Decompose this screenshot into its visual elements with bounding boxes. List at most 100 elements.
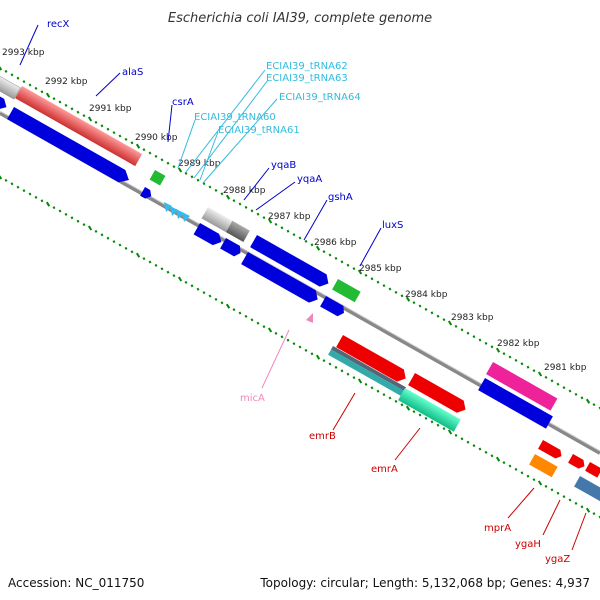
tick-minor — [40, 90, 44, 94]
gene-label-emrA[interactable]: emrA — [371, 464, 398, 475]
tick-minor — [472, 335, 476, 339]
tick-minor — [292, 233, 296, 237]
feature-yqaB[interactable] — [201, 207, 250, 242]
tick-minor — [592, 512, 596, 516]
feature-emrA[interactable] — [398, 388, 461, 432]
tick-major — [537, 480, 543, 486]
tick-minor — [550, 488, 554, 492]
tick-minor — [106, 127, 110, 131]
feature-csrA[interactable] — [149, 170, 166, 186]
tick-minor — [142, 148, 146, 152]
tick-minor — [112, 240, 116, 244]
tick-minor — [310, 243, 314, 247]
feature-magenta[interactable] — [486, 362, 558, 411]
tick-major — [225, 194, 231, 200]
tick-major — [87, 225, 93, 231]
feature-small-blue[interactable] — [140, 187, 154, 201]
tick-minor — [238, 311, 242, 315]
trna-marker[interactable] — [176, 209, 184, 219]
feature-blue-small-1[interactable] — [193, 223, 225, 248]
feature-gshA[interactable] — [250, 235, 332, 290]
tick-minor — [412, 410, 416, 414]
feature-red-small-3[interactable] — [585, 462, 600, 478]
gene-label-ygaZ[interactable]: ygaZ — [545, 554, 570, 565]
tick-minor — [520, 362, 524, 366]
tick-minor — [442, 318, 446, 322]
gene-label-trna63[interactable]: ECIAI39_tRNA63 — [266, 73, 348, 84]
feature-blue-tiny[interactable] — [320, 296, 347, 318]
tick-minor — [28, 192, 32, 196]
kbp-label: 2990 kbp — [135, 133, 178, 143]
tick-minor — [94, 120, 98, 124]
gene-label-csrA[interactable]: csrA — [172, 97, 194, 108]
tick-minor — [520, 471, 524, 475]
tick-minor — [514, 467, 518, 471]
feature-blue-right[interactable] — [478, 378, 553, 429]
gene-label-micA[interactable]: micA — [240, 393, 265, 404]
tick-minor — [412, 301, 416, 305]
feature-blue-arrow-long[interactable] — [7, 107, 132, 186]
feature-red-small-1[interactable] — [538, 440, 564, 461]
tick-minor — [352, 376, 356, 380]
tick-minor — [574, 501, 578, 505]
tick-minor — [106, 236, 110, 240]
tick-minor — [466, 440, 470, 444]
kbp-label: 2985 kbp — [359, 264, 402, 274]
feature-blue-small-2[interactable] — [220, 238, 243, 258]
tick-minor — [262, 216, 266, 220]
tick-minor — [130, 250, 134, 254]
trna-marker[interactable] — [164, 202, 172, 212]
tick-major — [315, 245, 321, 251]
gene-label-emrB[interactable]: emrB — [309, 431, 336, 442]
feature-luxS[interactable] — [332, 279, 361, 303]
tick-minor — [328, 362, 332, 366]
tick-minor — [340, 369, 344, 373]
tick-minor — [250, 318, 254, 322]
feature-recX[interactable] — [0, 73, 21, 100]
feature-micA[interactable] — [306, 313, 313, 323]
gene-label-trna62[interactable]: ECIAI39_tRNA62 — [266, 61, 348, 72]
tick-major — [135, 252, 141, 258]
tick-minor — [574, 392, 578, 396]
feature-emrB-strip[interactable] — [328, 346, 407, 397]
feature-alaS[interactable] — [15, 86, 143, 167]
trna-marker[interactable] — [170, 206, 178, 216]
tick-minor — [562, 495, 566, 499]
gene-label-luxS[interactable]: luxS — [382, 220, 403, 231]
gene-label-ygaH[interactable]: ygaH — [515, 539, 541, 550]
feature-ygaZ[interactable] — [574, 476, 600, 507]
gene-label-trna64[interactable]: ECIAI39_tRNA64 — [279, 92, 361, 103]
feature-ygaH[interactable] — [529, 454, 558, 478]
gene-label-trna60[interactable]: ECIAI39_tRNA60 — [194, 112, 276, 123]
feature-emrB[interactable] — [336, 335, 409, 385]
tick-minor — [10, 182, 14, 186]
tick-minor — [70, 216, 74, 220]
tick-major — [405, 405, 411, 411]
tick-minor — [274, 222, 278, 226]
tick-minor — [556, 382, 560, 386]
tick-minor — [460, 437, 464, 441]
tick-minor — [286, 229, 290, 233]
gene-label-yqaA[interactable]: yqaA — [297, 174, 322, 185]
gene-label-gshA[interactable]: gshA — [328, 192, 353, 203]
gene-label-alaS[interactable]: alaS — [122, 67, 143, 78]
tick-minor — [166, 270, 170, 274]
tick-major — [0, 175, 3, 180]
tick-minor — [544, 484, 548, 488]
tick-minor — [4, 178, 8, 182]
tick-minor — [298, 345, 302, 349]
feature-red-arrow-2[interactable] — [408, 373, 469, 416]
feature-red-small-2[interactable] — [568, 454, 587, 471]
tick-minor — [376, 389, 380, 393]
tick-major — [315, 354, 321, 360]
feature-blue-long-2[interactable] — [241, 252, 321, 306]
feature-arrow-blue[interactable] — [0, 92, 9, 112]
gene-label-mprA[interactable]: mprA — [484, 523, 511, 534]
trna-marker[interactable] — [182, 212, 190, 222]
gene-label-trna61[interactable]: ECIAI39_tRNA61 — [218, 125, 300, 136]
tick-major — [177, 276, 183, 282]
gene-label-recX[interactable]: recX — [47, 19, 70, 30]
tick-minor — [64, 212, 68, 216]
gene-label-yqaB[interactable]: yqaB — [271, 160, 296, 171]
tick-minor — [256, 321, 260, 325]
